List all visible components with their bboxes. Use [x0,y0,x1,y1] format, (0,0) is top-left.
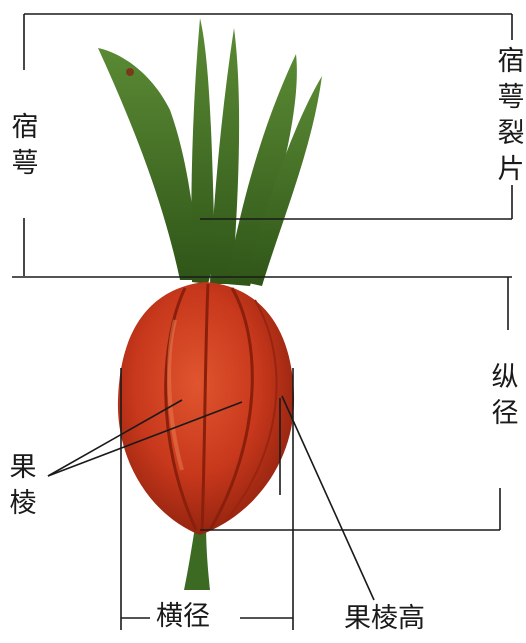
label-transverse-diameter: 横径 [156,602,210,632]
label-fruit-rib: 果 棱 [8,450,38,522]
fruit-body [118,282,294,590]
label-longitudinal-diameter: 纵 径 [490,360,520,432]
sepal-center-left [191,18,214,284]
sepal-spot [126,68,134,76]
calyx-lobes [98,18,322,286]
label-calyx: 宿 萼 [10,110,40,182]
label-calyx-lobe: 宿 萼 裂 片 [496,44,526,188]
label-fruit-rib-height: 果棱高 [344,604,425,634]
sepal-left [98,48,200,280]
